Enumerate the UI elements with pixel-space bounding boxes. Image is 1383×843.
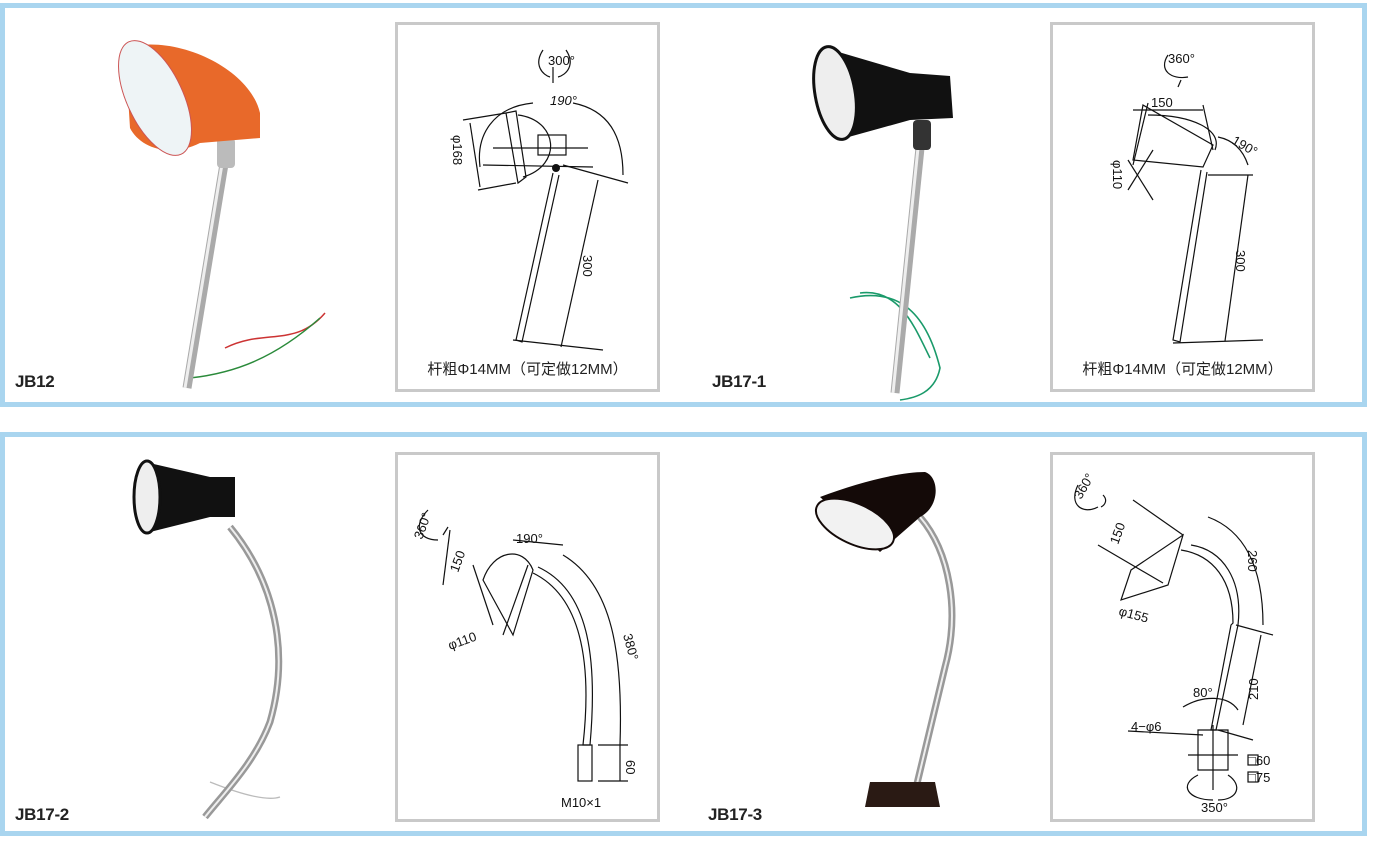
dimension-label: 190° [516, 531, 543, 546]
jb17-3-lamp-image [815, 472, 956, 807]
rod-caption: 杆粗Φ14MM（可定做12MM） [1082, 361, 1283, 378]
dimension-diagram-jb12: 300° 190° φ168 300 杆粗Φ14MM（可定做12MM） [395, 22, 660, 392]
rod-caption: 杆粗Φ14MM（可定做12MM） [427, 361, 628, 378]
dimension-label: 300° [548, 53, 575, 68]
dimension-label: 190° [1230, 133, 1261, 159]
jb17-1-lamp-image [812, 45, 953, 401]
dimension-label: 4−φ6 [1131, 719, 1161, 734]
dimension-label: M10×1 [561, 795, 601, 810]
dimension-label: 150 [1107, 521, 1129, 547]
dimension-label: φ168 [450, 135, 465, 165]
dimension-diagram-jb17-1: 360° 150 190° φ110 300 杆粗Φ14MM（可定做12MM） [1050, 22, 1315, 392]
dimension-label: 260 [1245, 550, 1260, 572]
model-label: JB17-2 [15, 805, 69, 824]
dimension-label: 300 [580, 255, 595, 277]
dimension-label: 210 [1246, 678, 1261, 700]
dimension-label: □75 [1248, 770, 1270, 785]
dimension-diagram-jb17-2: 360° 150 190° φ110 380° 60 M10×1 [395, 452, 660, 822]
dimension-label: 360° [1071, 471, 1097, 502]
dimension-label: 360° [1168, 51, 1195, 66]
dimension-label: □60 [1248, 753, 1270, 768]
jb17-2-lamp-image [132, 459, 283, 820]
dimension-label: φ110 [1110, 160, 1125, 189]
model-label: JB17-1 [712, 372, 766, 391]
dimension-label: 150 [1151, 95, 1173, 110]
dimension-label: 350° [1201, 800, 1228, 815]
dimension-label: φ110 [446, 629, 479, 653]
dimension-label: 380° [620, 632, 641, 662]
dimension-label: 360° [411, 511, 434, 541]
product-row-top: JB12 300° 190° φ168 300 杆粗Φ14MM（可定做12MM） [0, 3, 1367, 407]
model-label: JB17-3 [708, 805, 762, 824]
dimension-diagram-jb17-3: 360° 150 φ155 260 210 80° 4−φ6 □60 □75 3… [1050, 452, 1315, 822]
dimension-label: 60 [623, 760, 638, 774]
dimension-label: 190° [550, 93, 577, 108]
dimension-label: 150 [447, 549, 469, 575]
dimension-label: 80° [1193, 685, 1213, 700]
dimension-label: 300 [1233, 250, 1248, 272]
model-label: JB12 [15, 372, 55, 391]
product-row-bottom: JB17-2 360° 150 190° φ110 380° 60 M10×1 [0, 432, 1367, 836]
dimension-label: φ155 [1117, 603, 1150, 625]
jb12-lamp-image [118, 40, 326, 389]
